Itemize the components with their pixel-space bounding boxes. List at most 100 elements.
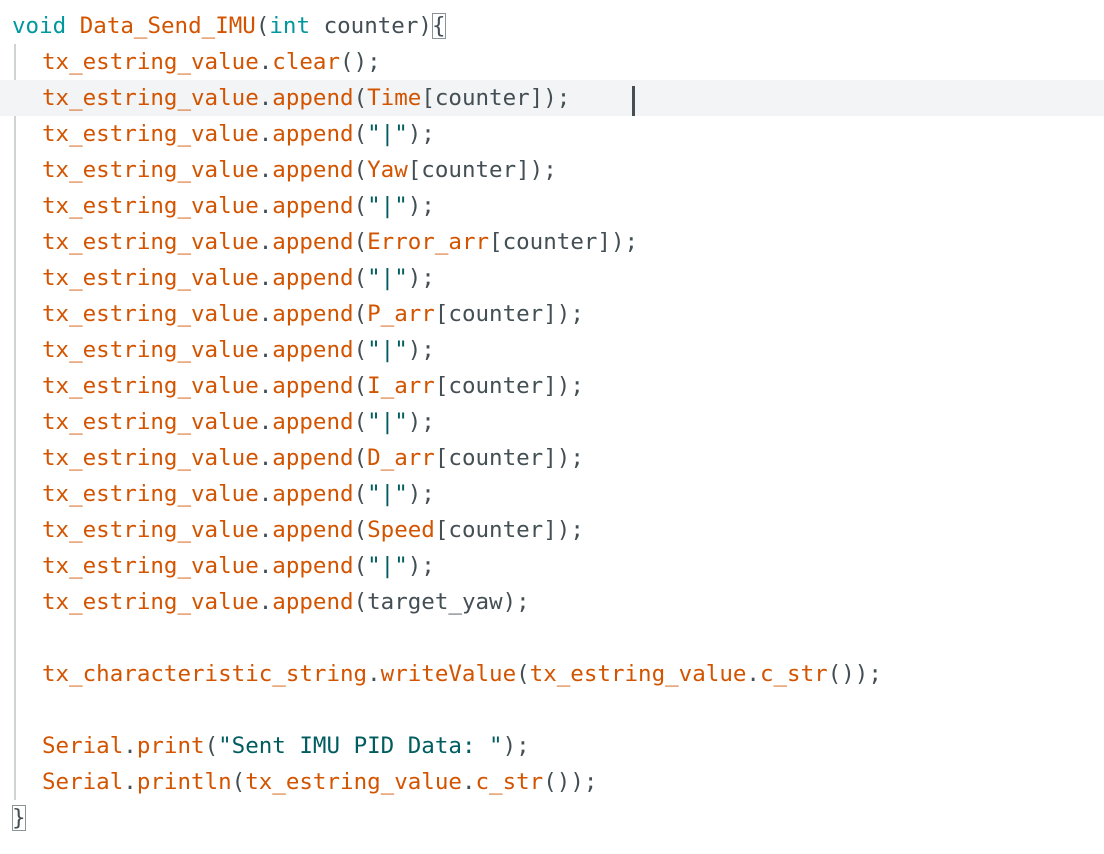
code-token: . [367, 661, 381, 687]
code-line[interactable]: tx_estring_value.append("|"); [0, 548, 1104, 584]
code-text: tx_estring_value.append(Time[counter]); [42, 80, 570, 116]
code-line[interactable]: tx_estring_value.append(target_yaw); [0, 584, 1104, 620]
code-token: . [258, 337, 273, 363]
text-cursor [632, 86, 635, 116]
code-line[interactable]: tx_estring_value.append("|"); [0, 188, 1104, 224]
code-token: "Sent IMU PID Data: " [218, 733, 503, 759]
code-token: append [272, 409, 354, 435]
code-token: . [258, 445, 273, 471]
code-token: [counter]); [434, 373, 584, 399]
code-token: ); [407, 337, 435, 363]
code-token: ( [353, 265, 368, 291]
code-token: tx_estring_value [245, 769, 462, 795]
code-token: ); [407, 553, 435, 579]
code-line[interactable]: void Data_Send_IMU(int counter){ [0, 8, 1104, 44]
code-token: tx_estring_value [42, 121, 259, 147]
code-token: . [123, 769, 137, 795]
code-text: tx_estring_value.clear(); [42, 44, 381, 80]
code-token: ); [407, 121, 435, 147]
code-line[interactable]: } [0, 800, 1104, 836]
code-token: ( [353, 517, 368, 543]
code-line[interactable]: tx_estring_value.append("|"); [0, 116, 1104, 152]
code-token: "|" [367, 121, 408, 147]
code-token: tx_estring_value [42, 85, 259, 111]
code-token: . [746, 661, 760, 687]
code-text: void Data_Send_IMU(int counter){ [12, 8, 446, 44]
code-line[interactable]: tx_estring_value.append(P_arr[counter]); [0, 296, 1104, 332]
code-token: tx_estring_value [42, 373, 259, 399]
code-token: append [272, 229, 354, 255]
code-token: append [272, 445, 354, 471]
code-token: "|" [367, 193, 408, 219]
code-token: ( [353, 553, 368, 579]
code-token: tx_estring_value [42, 49, 259, 75]
code-line[interactable]: tx_estring_value.append("|"); [0, 332, 1104, 368]
code-token: . [258, 481, 273, 507]
code-token: ( [255, 13, 270, 39]
code-token: . [258, 301, 273, 327]
code-token: Speed [367, 517, 435, 543]
code-token: "|" [367, 481, 408, 507]
matched-brace: { [431, 13, 446, 39]
code-token: . [258, 373, 273, 399]
code-text: tx_characteristic_string.writeValue(tx_e… [42, 656, 882, 692]
code-line[interactable]: tx_estring_value.append(Error_arr[counte… [0, 224, 1104, 260]
code-token: tx_estring_value [42, 229, 259, 255]
code-token: tx_estring_value [42, 553, 259, 579]
code-line[interactable]: tx_estring_value.append("|"); [0, 260, 1104, 296]
code-token: ); [407, 193, 435, 219]
code-token: Serial [42, 769, 124, 795]
code-token: tx_estring_value [42, 157, 259, 183]
code-token: append [272, 517, 354, 543]
code-token: ()); [543, 769, 598, 795]
code-token: append [272, 373, 354, 399]
code-token: "|" [367, 553, 408, 579]
code-token: tx_estring_value [529, 661, 747, 687]
code-token: append [272, 121, 354, 147]
code-token: c_str [475, 769, 544, 795]
code-token: [counter]); [421, 85, 571, 111]
code-line[interactable]: tx_estring_value.append(D_arr[counter]); [0, 440, 1104, 476]
current-code-line[interactable]: tx_estring_value.append(Time[counter]); [0, 80, 1104, 116]
code-text: tx_estring_value.append(Speed[counter]); [42, 512, 584, 548]
code-token: append [272, 301, 354, 327]
code-token: [counter]); [434, 301, 584, 327]
code-token: append [272, 265, 354, 291]
code-token: "|" [367, 265, 408, 291]
code-token: ( [353, 193, 368, 219]
code-token: ( [353, 445, 368, 471]
code-line[interactable]: tx_estring_value.append(Speed[counter]); [0, 512, 1104, 548]
code-line[interactable]: tx_estring_value.append(Yaw[counter]); [0, 152, 1104, 188]
code-text: tx_estring_value.append("|"); [42, 476, 435, 512]
code-text: tx_estring_value.append(I_arr[counter]); [42, 368, 584, 404]
code-line[interactable]: tx_estring_value.append("|"); [0, 476, 1104, 512]
code-token: tx_estring_value [42, 265, 259, 291]
code-line[interactable]: tx_characteristic_string.writeValue(tx_e… [0, 656, 1104, 692]
code-token: append [272, 481, 354, 507]
code-token: . [258, 193, 273, 219]
code-line[interactable]: Serial.println(tx_estring_value.c_str())… [0, 764, 1104, 800]
code-token: (); [340, 49, 381, 75]
code-line[interactable] [0, 620, 1104, 656]
code-token: append [272, 337, 354, 363]
code-line[interactable]: tx_estring_value.clear(); [0, 44, 1104, 80]
code-line[interactable]: tx_estring_value.append(I_arr[counter]); [0, 368, 1104, 404]
code-line[interactable]: tx_estring_value.append("|"); [0, 404, 1104, 440]
code-token: append [272, 553, 354, 579]
code-token: D_arr [367, 445, 435, 471]
code-line[interactable] [0, 692, 1104, 728]
code-line[interactable]: Serial.print("Sent IMU PID Data: "); [0, 728, 1104, 764]
code-token: . [258, 553, 273, 579]
code-token: tx_estring_value [42, 517, 259, 543]
code-token: . [258, 49, 273, 75]
code-text: tx_estring_value.append(target_yaw); [42, 584, 530, 620]
code-token: . [258, 265, 273, 291]
code-token: Yaw [367, 157, 408, 183]
code-token [66, 13, 80, 39]
code-token: Serial [42, 733, 124, 759]
code-token: "|" [367, 337, 408, 363]
code-token: (target_yaw); [353, 589, 530, 615]
code-text: } [12, 800, 26, 836]
code-token: ); [502, 733, 530, 759]
